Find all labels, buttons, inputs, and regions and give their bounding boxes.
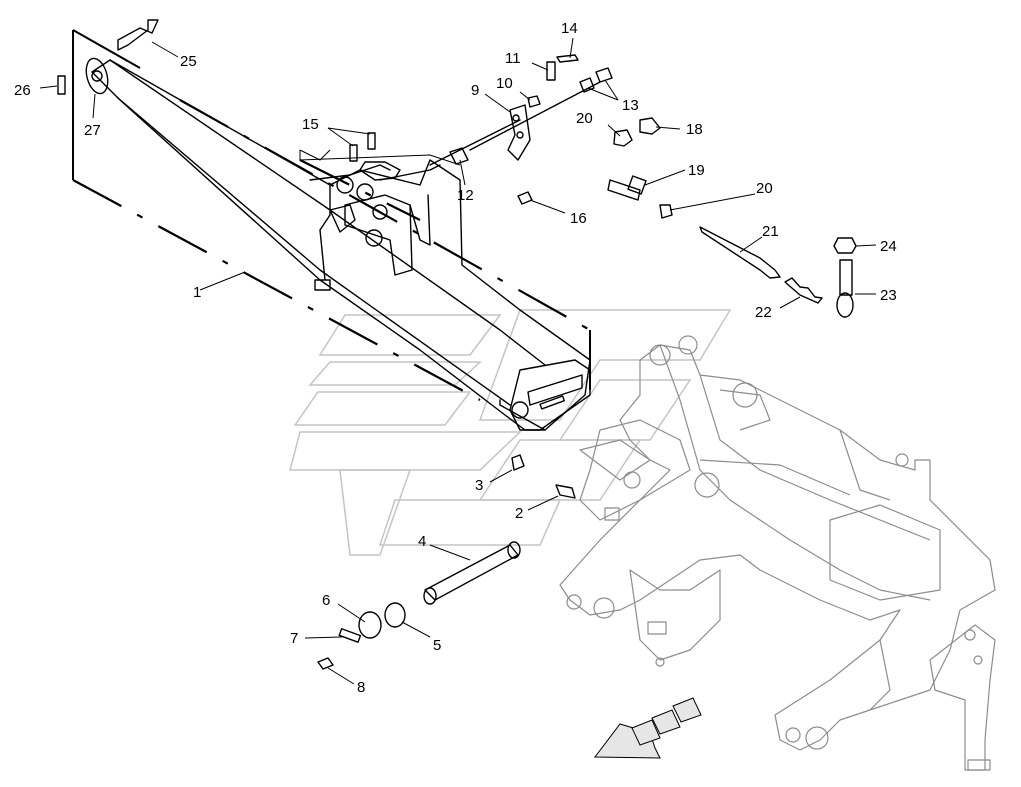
callout-6: 6	[322, 592, 330, 609]
callout-labels: 1 2 3 4 5 6 7 8 9 10 11 12 13 14 15 16 1…	[14, 20, 897, 696]
linkage-parts	[57, 19, 857, 670]
callout-16: 16	[570, 210, 587, 227]
callout-12: 12	[457, 187, 474, 204]
callout-13: 13	[622, 97, 639, 114]
callout-1: 1	[193, 284, 201, 301]
callout-23: 23	[880, 287, 897, 304]
callout-19: 19	[688, 162, 705, 179]
callout-25: 25	[180, 53, 197, 70]
arm-assembly	[85, 57, 591, 431]
callout-3: 3	[475, 477, 483, 494]
callout-20-lower: 20	[756, 180, 773, 197]
callout-5: 5	[433, 637, 441, 654]
watermark-logo	[289, 309, 732, 556]
callout-22: 22	[755, 304, 772, 321]
callout-24: 24	[880, 238, 897, 255]
leader-lines	[39, 37, 877, 685]
callout-9: 9	[471, 82, 479, 99]
callout-27: 27	[84, 122, 101, 139]
callout-8: 8	[357, 679, 365, 696]
callout-10: 10	[496, 75, 513, 92]
callout-7: 7	[290, 630, 298, 647]
callout-18: 18	[686, 121, 703, 138]
callout-2: 2	[515, 505, 523, 522]
callout-21: 21	[762, 223, 779, 240]
callout-11: 11	[505, 50, 521, 67]
callout-26: 26	[14, 82, 31, 99]
callout-4: 4	[418, 533, 426, 550]
callout-14: 14	[561, 20, 578, 37]
callout-15: 15	[302, 116, 319, 133]
direction-arrow-icon	[594, 697, 702, 759]
callout-20-upper: 20	[576, 110, 593, 127]
main-frame-ghost	[559, 335, 996, 771]
